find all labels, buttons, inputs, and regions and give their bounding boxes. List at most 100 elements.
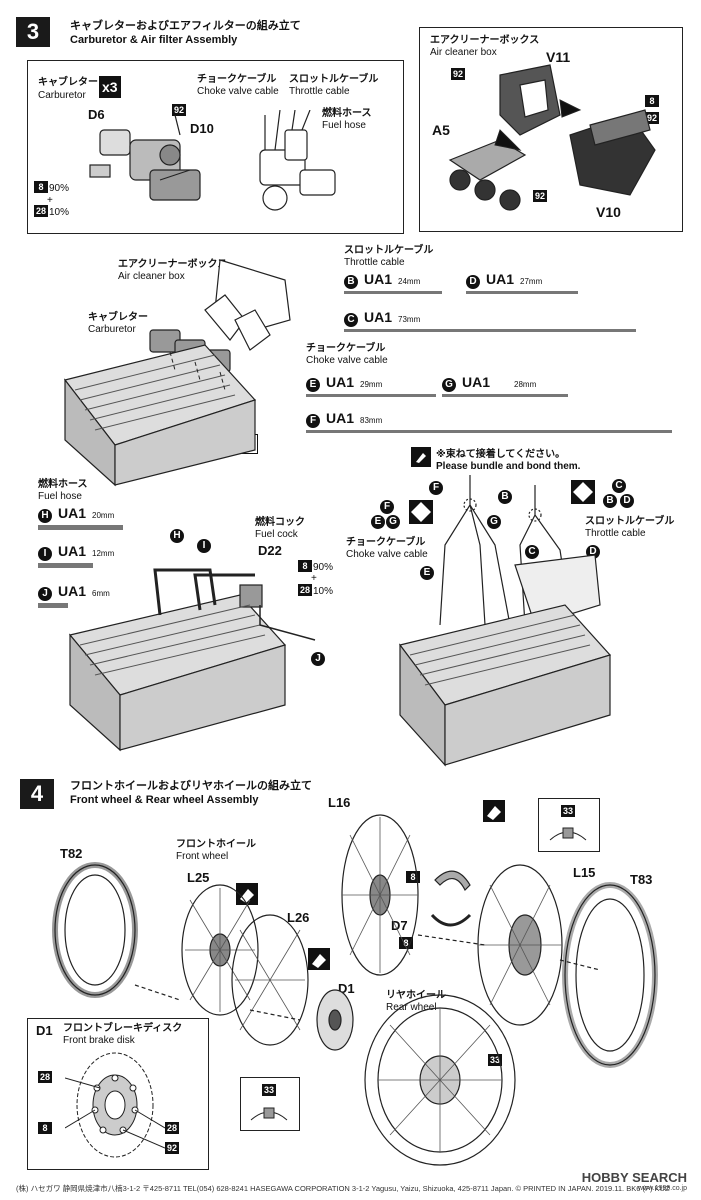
cable-d-length: 27mm	[520, 277, 543, 286]
cable-g: G UA1 28mm	[442, 374, 568, 397]
front-hub-inset-box	[240, 1077, 300, 1131]
disc-label-en: Front brake disk	[63, 1035, 135, 1046]
choke-cable-label-en: Choke valve cable	[197, 86, 279, 97]
part-l15-label: L15	[573, 865, 596, 880]
throttle-list-label-jp: スロットルケーブル	[344, 245, 434, 256]
step-4-number: 4	[20, 779, 54, 809]
mid-carb-label-en: Carburetor	[88, 324, 136, 335]
step-3-number: 3	[16, 17, 50, 47]
paint-92-badge-4: 92	[533, 190, 547, 202]
cable-f-code: UA1	[326, 410, 355, 426]
paint-33-badge-front: 33	[262, 1084, 276, 1096]
air-cleaner-parts-illustration	[448, 64, 656, 211]
part-t82-label: T82	[60, 846, 83, 861]
paint-92-badge: 92	[172, 104, 186, 116]
cable-b-letter: B	[344, 275, 358, 289]
callout-b-right: B	[603, 494, 617, 508]
glue-icon-rear	[483, 800, 505, 822]
paint-92-badge-disc: 92	[165, 1142, 179, 1154]
paint-28-pct: 10%	[49, 207, 70, 218]
callout-e-left: E	[371, 515, 385, 529]
callout-g-mid: G	[487, 515, 501, 529]
cable-d: D UA1 27mm	[466, 271, 578, 294]
right-choke-label-jp: チョークケーブル	[346, 537, 426, 548]
cable-i-letter: I	[38, 547, 52, 561]
paint-28-badge-2: 28	[298, 584, 312, 596]
cable-j-length: 6mm	[92, 589, 110, 598]
cable-h: H UA1 20mm	[38, 505, 123, 530]
cable-j-code: UA1	[58, 583, 87, 599]
paint-8-badge-2: 8	[645, 95, 659, 107]
bundle-diamond-icon-left	[409, 500, 433, 524]
callout-g-left: G	[386, 515, 400, 529]
paint-8-pct-2: 90%	[313, 562, 334, 573]
cable-j: J UA1 6mm	[38, 583, 110, 608]
cable-b-code: UA1	[364, 271, 393, 287]
air-cleaner-label-en: Air cleaner box	[430, 47, 497, 58]
paint-8-pct: 90%	[49, 183, 70, 194]
right-choke-label-en: Choke valve cable	[346, 549, 428, 560]
paint-28-badge-disc-2: 28	[165, 1122, 179, 1134]
watermark: HOBBY SEARCH www.1999.co.jp	[582, 1170, 687, 1192]
brake-disc-illustration	[65, 1052, 165, 1158]
paint-28-badge-disc-1: 28	[38, 1071, 52, 1083]
front-wheel-exploded-illustration	[52, 862, 354, 1051]
cable-g-code: UA1	[462, 374, 491, 390]
cable-c-length: 73mm	[398, 315, 421, 324]
cable-f: F UA1 83mm	[306, 410, 672, 433]
cable-b: B UA1 24mm	[344, 271, 442, 294]
paint-8-badge-3: 8	[298, 560, 312, 572]
callout-h: H	[170, 529, 184, 543]
bond-note-jp: ※束ねて接着してください。	[436, 449, 566, 460]
fuel-hose-label-jp: 燃料ホース	[322, 108, 372, 119]
carburetor-illustration	[89, 110, 336, 211]
right-throttle-label-jp: スロットルケーブル	[585, 516, 675, 527]
step-4-title-jp: フロントホイールおよびリヤホイールの組み立て	[70, 780, 312, 792]
callout-b-top: B	[498, 490, 512, 504]
air-cleaner-detail-box	[419, 27, 683, 232]
paint-mix-plus: +	[47, 195, 53, 206]
throttle-list-label-en: Throttle cable	[344, 257, 405, 268]
part-d22-label: D22	[258, 543, 282, 558]
hub-paint-icon-front	[250, 1107, 288, 1121]
callout-f-left: F	[380, 500, 394, 514]
rear-wheel-exploded-illustration	[341, 814, 658, 1166]
rear-wheel-label-en: Rear wheel	[386, 1002, 437, 1013]
mid-air-cleaner-label-jp: エアクリーナーボックス	[118, 259, 228, 270]
engine-carb-assembly-illustration	[63, 259, 291, 487]
right-throttle-label-en: Throttle cable	[585, 528, 646, 539]
cable-c: C UA1 73mm	[344, 309, 636, 332]
fuel-list-label-en: Fuel hose	[38, 491, 82, 502]
fuel-cock-label-en: Fuel cock	[255, 529, 298, 540]
cable-h-length: 20mm	[92, 511, 115, 520]
front-wheel-label-jp: フロントホイール	[176, 839, 256, 850]
cable-j-letter: J	[38, 587, 52, 601]
air-cleaner-label-jp: エアクリーナーボックス	[430, 35, 540, 46]
engine-cable-routing-illustration	[398, 475, 612, 767]
cable-e-length: 29mm	[360, 380, 383, 389]
hub-paint-icon-rear	[549, 827, 587, 841]
callout-c-mid: C	[525, 545, 539, 559]
footer-text: (株) ハセガワ 静岡県焼津市八楠3-1-2 〒425-8711 TEL(054…	[16, 1184, 670, 1193]
bond-note-en: Please bundle and bond them.	[436, 461, 581, 472]
cable-e-letter: E	[306, 378, 320, 392]
cable-i: I UA1 12mm	[38, 543, 114, 568]
callout-e-bottom: E	[420, 566, 434, 580]
part-v11-label: V11	[546, 49, 571, 65]
fuel-list-label-jp: 燃料ホース	[38, 479, 88, 490]
rear-wheel-label-jp: リヤホイール	[386, 990, 446, 1001]
callout-j: J	[311, 652, 325, 666]
paint-92-badge-3: 92	[645, 112, 659, 124]
disc-label-jp: フロントブレーキディスク	[63, 1023, 183, 1034]
step-3-title-en: Carburetor & Air filter Assembly	[70, 34, 238, 46]
watermark-url: www.1999.co.jp	[637, 1185, 687, 1192]
callout-c-top: C	[612, 479, 626, 493]
glue-icon	[411, 447, 431, 467]
rear-hub-inset-box	[538, 798, 600, 852]
mid-air-cleaner-label-en: Air cleaner box	[118, 271, 185, 282]
callout-d-right: D	[620, 494, 634, 508]
part-t83-label: T83	[630, 872, 653, 887]
part-a5-label: A5	[432, 122, 450, 138]
front-wheel-label-en: Front wheel	[176, 851, 229, 862]
paint-92-badge-2: 92	[451, 68, 465, 80]
